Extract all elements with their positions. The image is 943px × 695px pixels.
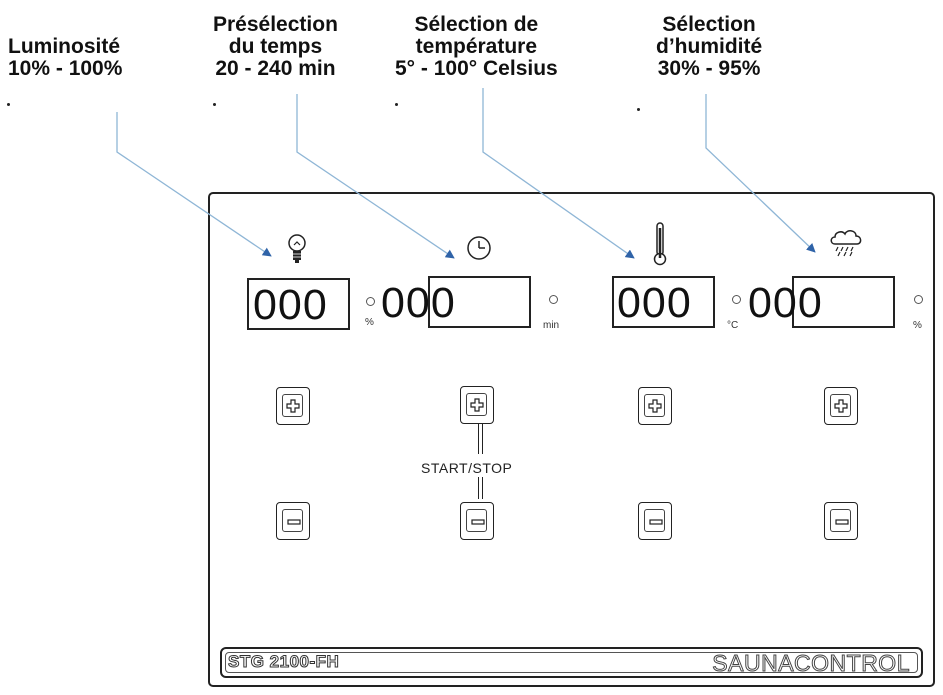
callout-temperature: Sélection de température 5° - 100° Celsi…: [395, 14, 558, 80]
clock-icon: [467, 236, 491, 260]
dot-marker: [7, 103, 10, 106]
thermometer-icon: [653, 222, 667, 266]
time-value: 000: [381, 279, 456, 327]
leader-time: [296, 94, 455, 259]
time-unit: min: [543, 320, 560, 331]
start-stop-connector: [478, 424, 479, 454]
callout-line: Luminosité: [8, 35, 121, 58]
brightness-value: 000: [253, 281, 328, 329]
callout-humidity: Sélection d’humidité 30% - 95%: [656, 14, 762, 80]
humidity-plus-button[interactable]: [824, 387, 858, 425]
humidity-led: [914, 295, 923, 304]
humidity-unit: %: [913, 320, 922, 331]
callout-line: 10% - 100%: [8, 57, 123, 80]
plus-icon: [648, 399, 662, 413]
time-minus-button[interactable]: [460, 502, 494, 540]
callout-line: du temps: [228, 35, 323, 58]
callout-line: 20 - 240 min: [215, 57, 336, 80]
leader-brightness: [116, 112, 272, 257]
dot-marker: [395, 103, 398, 106]
minus-icon: [649, 519, 663, 525]
brightness-minus-button[interactable]: [276, 502, 310, 540]
temperature-unit: °C: [727, 320, 739, 331]
brightness-unit: %: [365, 317, 374, 328]
minus-icon: [287, 519, 301, 525]
minus-icon: [471, 519, 485, 525]
plus-icon: [834, 399, 848, 413]
start-stop-connector: [478, 477, 479, 499]
dot-marker: [213, 103, 216, 106]
leader-humidity: [705, 94, 816, 253]
light-bulb-icon: [288, 234, 306, 263]
callout-line: 5° - 100° Celsius: [395, 57, 558, 80]
rain-cloud-icon: [830, 230, 862, 257]
brightness-plus-button[interactable]: [276, 387, 310, 425]
plus-icon: [286, 399, 300, 413]
start-stop-connector: [482, 477, 483, 499]
plus-icon: [470, 398, 484, 412]
callout-line: 30% - 95%: [657, 57, 761, 80]
temperature-display: [612, 276, 715, 328]
callout-line: Sélection: [662, 13, 756, 36]
start-stop-label: START/STOP: [421, 460, 513, 476]
dot-marker: [637, 108, 640, 111]
temperature-led: [732, 295, 741, 304]
humidity-display: [792, 276, 895, 328]
callout-line: température: [415, 35, 538, 58]
model-name: STG 2100-FH: [227, 652, 340, 672]
temperature-value: 000: [617, 279, 692, 327]
temperature-plus-button[interactable]: [638, 387, 672, 425]
callout-line: Présélection: [213, 13, 338, 36]
control-panel: [208, 192, 935, 687]
leader-temperature: [482, 88, 635, 259]
nameplate: [220, 647, 923, 678]
time-plus-button[interactable]: [460, 386, 494, 424]
time-display: [428, 276, 531, 328]
start-stop-connector: [482, 424, 483, 454]
callout-line: Sélection de: [414, 13, 539, 36]
callout-line: d’humidité: [656, 35, 763, 58]
humidity-value: 000: [748, 279, 823, 327]
humidity-minus-button[interactable]: [824, 502, 858, 540]
minus-icon: [835, 519, 849, 525]
brightness-display: [247, 278, 350, 330]
time-led: [549, 295, 558, 304]
temperature-minus-button[interactable]: [638, 502, 672, 540]
callout-brightness: Luminosité 10% - 100%: [8, 36, 122, 80]
brightness-led: [366, 297, 375, 306]
brand-logo: SAUNACONTROL: [712, 650, 910, 677]
callout-time-preselection: Présélection du temps 20 - 240 min: [213, 14, 338, 80]
